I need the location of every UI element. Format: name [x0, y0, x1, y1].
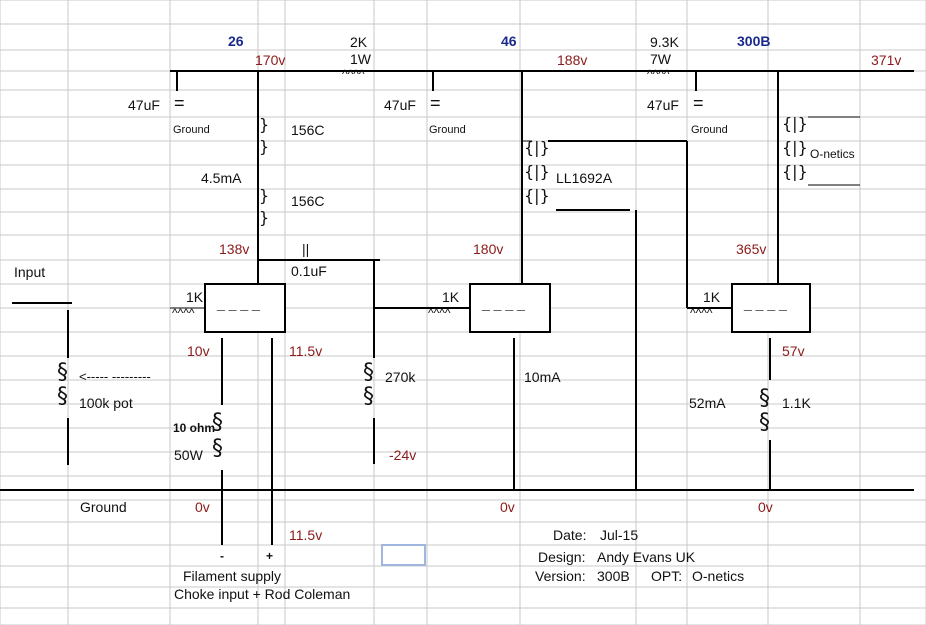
plate-voltage-3: 365v: [736, 241, 767, 257]
ground-voltage-2: 0v: [500, 499, 515, 515]
opt-coil-1: {|}: [782, 114, 808, 133]
opt-info-value: O-netics: [692, 568, 745, 584]
fil-resistor-b: §: [212, 436, 223, 461]
cathode-resistor-a: §: [759, 386, 770, 411]
stage3-current: 52mA: [689, 395, 726, 411]
grid-leak-resistor-a: §: [363, 360, 374, 385]
tube2-grid: _ _ _ _: [482, 295, 525, 311]
choke1-coil-a: }: [259, 115, 270, 134]
tube-boxes: [204, 283, 811, 333]
selected-cell[interactable]: [381, 544, 426, 566]
cathode-resistor-label: 1.1K: [782, 395, 811, 411]
stage2-grid-stopper: 1K: [442, 289, 460, 305]
ground-label: Ground: [80, 499, 127, 515]
plate-voltage-2: 180v: [473, 241, 504, 257]
ground-voltage-1: 0v: [195, 499, 210, 515]
r1-value: 2K: [350, 34, 368, 50]
opt-coil-3: {|}: [782, 162, 808, 181]
stage3-grid-stopper-symbol: ^^^^: [690, 306, 713, 320]
tube1-type: 26: [228, 33, 244, 49]
version-value: 300B: [597, 568, 630, 584]
tube1-box: [204, 283, 286, 333]
r2-symbol: ^^^^: [647, 67, 670, 81]
circuit-wiring: [0, 70, 914, 545]
filament-supply-voltage: 11.5v: [289, 527, 323, 543]
tube2-type: 46: [501, 33, 517, 49]
ist-coil-2: {|}: [524, 162, 550, 181]
opt-coil-2: {|}: [782, 138, 808, 157]
fil-resistor-a: §: [212, 410, 223, 435]
date-value: Jul-15: [600, 527, 639, 543]
filament-supply-detail: Choke input + Rod Coleman: [174, 586, 351, 602]
choke2-coil-b: }: [259, 208, 270, 227]
stage1-grid-stopper-symbol: ^^^^: [172, 306, 195, 320]
pot-label: 100k pot: [79, 395, 133, 411]
tube3-grid: _ _ _ _: [744, 295, 787, 311]
ist-coil-3: {|}: [524, 186, 550, 205]
ground-voltage-3: 0v: [758, 499, 773, 515]
pot-resistor-a: §: [57, 360, 68, 385]
tube2-box: [469, 283, 551, 333]
tube3-type: 300B: [737, 33, 771, 49]
transformer-label: LL1692A: [556, 170, 613, 186]
fil-resistor-value: 10 ohm: [173, 421, 216, 435]
cap3-ground: Ground: [691, 124, 728, 136]
r2-value: 9.3K: [650, 34, 679, 50]
cap2-ground: Ground: [429, 124, 466, 136]
date-label: Date:: [553, 527, 587, 543]
stage1-filament-voltage: 11.5v: [289, 343, 323, 359]
r1-power: 1W: [350, 51, 371, 67]
stage3-grid-stopper: 1K: [703, 289, 721, 305]
stage3-cathode-voltage: 57v: [782, 343, 805, 359]
pot-resistor-b: §: [57, 384, 68, 409]
filament-supply-label: Filament supply: [183, 568, 282, 584]
opt-label: O-netics: [810, 147, 855, 161]
filament-plus: +: [266, 549, 274, 563]
grid-leak-label: 270k: [385, 369, 416, 385]
choke1-coil-b: }: [259, 137, 270, 156]
bias-voltage: -24v: [389, 447, 417, 463]
opt-info-label: OPT:: [651, 568, 683, 584]
stage1-grid-stopper: 1K: [186, 289, 204, 305]
bplus-voltage-3: 371v: [871, 52, 902, 68]
tube3-box: [731, 283, 811, 333]
stage2-grid-stopper-symbol: ^^^^: [428, 306, 451, 320]
cathode-resistor-b: §: [759, 410, 770, 435]
tube1-grid: _ _ _ _: [217, 295, 260, 311]
r1-symbol: ^^^^: [342, 67, 365, 81]
stage2-current: 10mA: [524, 369, 561, 385]
cap2-symbol: =: [430, 93, 441, 113]
r2-power: 7W: [650, 51, 671, 67]
input-label: Input: [14, 264, 46, 280]
coupling-cap-label: 0.1uF: [291, 263, 327, 279]
pot-wiper-arrow: <----- ---------: [79, 369, 151, 384]
coupling-cap-symbol: ||: [302, 241, 310, 257]
cap3-symbol: =: [693, 93, 704, 113]
cap2-value: 47uF: [384, 97, 416, 113]
filament-minus: -: [220, 549, 224, 563]
stage1-current: 4.5mA: [201, 170, 242, 186]
bplus-voltage-2: 188v: [557, 52, 588, 68]
choke1-label: 156C: [291, 122, 325, 138]
choke2-coil-a: }: [259, 186, 270, 205]
cap1-ground: Ground: [173, 124, 210, 136]
bplus-voltage-1: 170v: [255, 52, 286, 68]
cap3-value: 47uF: [647, 97, 679, 113]
ist-coil-1: {|}: [524, 138, 550, 157]
choke2-label: 156C: [291, 193, 325, 209]
design-value: Andy Evans UK: [597, 549, 696, 565]
cap1-symbol: =: [174, 93, 185, 113]
cap1-value: 47uF: [128, 97, 160, 113]
stage1-cathode-voltage: 10v: [187, 343, 210, 359]
grid-leak-resistor-b: §: [363, 384, 374, 409]
plate-voltage-1: 138v: [219, 241, 250, 257]
design-label: Design:: [538, 549, 586, 565]
fil-resistor-power: 50W: [174, 447, 203, 463]
version-label: Version:: [535, 568, 586, 584]
